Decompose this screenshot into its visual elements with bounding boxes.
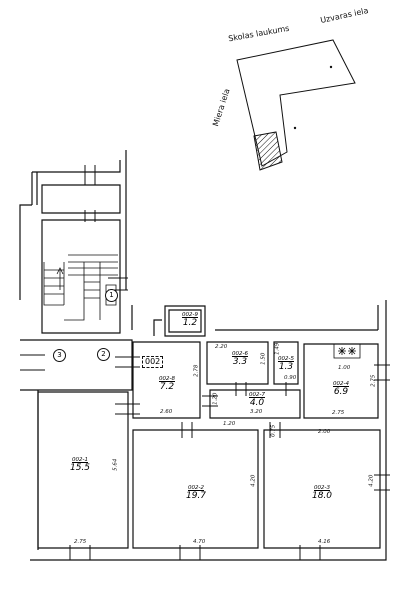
dimension-label: 1.20 [223,421,236,427]
dimension-label: 2.75 [332,410,345,416]
room-002-6: 002-6 3.3 [232,351,248,367]
dimension-label: 2.75 [74,539,87,545]
dimension-label: 2.00 [318,429,331,435]
room-area: 19.7 [185,490,207,501]
room-id: 002-5 [278,356,294,362]
dimension-label: 4.16 [318,539,331,545]
room-002-5: 002-5 1.3 [278,356,294,372]
entrance-marker: 1 [105,289,118,302]
dimension-label: 4.70 [193,539,206,545]
dimension-label: 2.60 [160,409,173,415]
building-outline [236,39,356,167]
walls [19,150,387,561]
room-area: 3.3 [232,356,248,367]
room-area: 6.9 [333,386,349,397]
room-002-4: 002-4 6.9 [333,381,349,397]
dimension-label: 1.00 [338,365,351,371]
room-id: 002-4 [333,381,349,387]
room-id: 002-2 [188,485,204,491]
dimension-label: 1.20 [212,392,219,405]
dimension-label: 5.64 [112,458,119,471]
dimension-label: 4.20 [250,474,257,487]
room-id: 002-8 [159,376,175,382]
room-002-8: 002-8 7.2 [159,376,175,392]
dimension-label: 1.49 [274,342,281,355]
dimension-label: 2.78 [193,364,200,377]
room-id: 002-6 [232,351,248,357]
room-002-3: 002-3 18.0 [311,485,333,501]
entrance-marker: 2 [97,348,110,361]
dimension-label: 1.50 [260,352,267,365]
key-dot [329,65,333,69]
room-id: 002-3 [314,485,330,491]
unit-label: 002 [142,356,164,368]
key-dot [293,126,297,130]
room-id: 002-9 [182,312,198,318]
site-key-plan [236,39,356,171]
openings [20,165,390,560]
stair [43,254,118,321]
dimension-label: 2.20 [215,344,228,350]
room-002-7: 002-7 4.0 [249,392,265,408]
dimension-label: 0.90 [284,375,297,381]
room-area: 7.2 [159,381,175,392]
room-002-2: 002-2 19.7 [185,485,207,501]
room-area: 15.5 [69,462,91,473]
room-002-9: 002-9 1.2 [182,312,198,328]
room-id: 002-7 [249,392,265,398]
room-area: 18.0 [311,490,333,501]
dimension-label: 0.75 [270,424,277,437]
dimension-label: 4.20 [368,474,375,487]
hatched-unit-location [253,131,283,171]
room-area: 1.3 [278,361,294,372]
room-area: 4.0 [249,397,265,408]
room-area: 1.2 [182,317,198,328]
entrance-marker: 3 [53,349,66,362]
dimension-label: 2.75 [370,374,377,387]
dimension-label: 3.20 [250,409,263,415]
stove-icon [333,343,361,359]
room-002-1: 002-1 15.5 [69,457,91,473]
room-id: 002-1 [72,457,88,463]
